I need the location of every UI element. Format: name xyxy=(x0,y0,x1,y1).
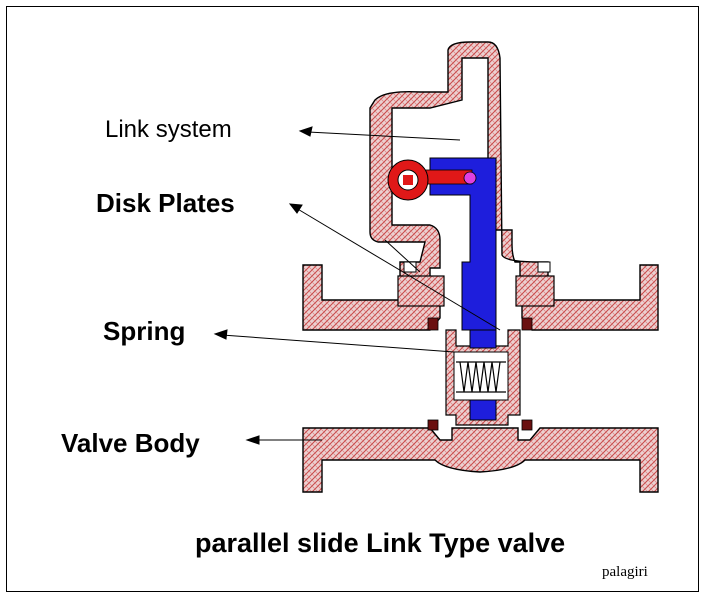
disk-plates-shape xyxy=(445,329,521,426)
disk-plates-label: Disk Plates xyxy=(96,188,235,218)
author-credit: palagiri xyxy=(602,564,648,580)
valve-body-shape xyxy=(302,427,659,493)
leader-lines xyxy=(213,126,501,445)
diagram-frame xyxy=(6,6,699,592)
spring-shape xyxy=(456,361,506,393)
link-bar xyxy=(429,157,497,421)
link-system-label: Link system xyxy=(105,116,232,143)
link-lever xyxy=(387,159,477,201)
gaskets xyxy=(427,317,533,431)
spring-label: Spring xyxy=(103,316,186,346)
diagram-title: parallel slide Link Type valve xyxy=(195,528,566,558)
upper-flange xyxy=(302,261,659,331)
valve-body-label: Valve Body xyxy=(61,428,200,458)
